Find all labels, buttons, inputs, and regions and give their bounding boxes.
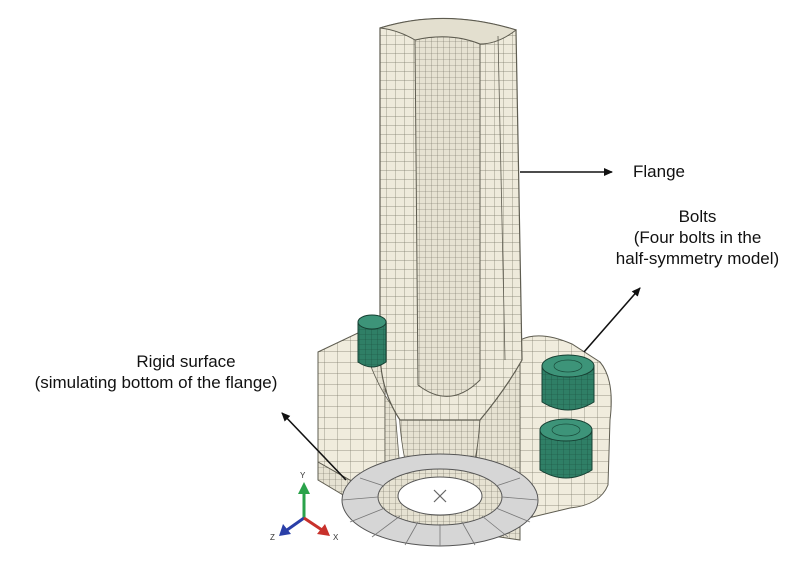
flange-label: Flange (633, 161, 685, 182)
bolt-right-upper (541, 354, 595, 411)
pipe-inner-bore (414, 36, 481, 397)
bolts-label-line1: (Four bolts in the (633, 228, 762, 247)
bolts (357, 314, 595, 479)
triad-z-label: Z (270, 533, 275, 542)
flange-pipe (379, 17, 523, 421)
rigid-surface-label: Rigid surface (simulating bottom of the … (6, 351, 306, 393)
bolts-label-line2: half-symmetry model) (615, 249, 780, 268)
flange-label-text: Flange (633, 162, 685, 181)
rigid-surface (341, 453, 539, 547)
z-axis-arrow-icon (279, 524, 291, 536)
bolts-arrow (583, 287, 641, 353)
leader-arrows (281, 168, 641, 481)
triad-x-label: X (333, 533, 339, 542)
pipe-top-rim (379, 18, 518, 45)
triad-y-label: Y (300, 471, 306, 480)
rigid-surface-label-line1: (simulating bottom of the flange) (34, 373, 278, 392)
bolt-right-lower (539, 418, 593, 479)
bolts-label-title: Bolts (678, 207, 717, 226)
bolts-label: Bolts (Four bolts in the half-symmetry m… (600, 206, 795, 269)
coordinate-triad: Y Z X (270, 471, 339, 542)
center-cross-icon (433, 489, 447, 503)
rigid-surface-label-title: Rigid surface (136, 352, 236, 371)
y-axis-arrow-icon (298, 482, 310, 494)
bolt-left (357, 314, 387, 368)
rigid-surface-arrow (281, 412, 347, 481)
x-axis-arrow-icon (317, 524, 330, 536)
